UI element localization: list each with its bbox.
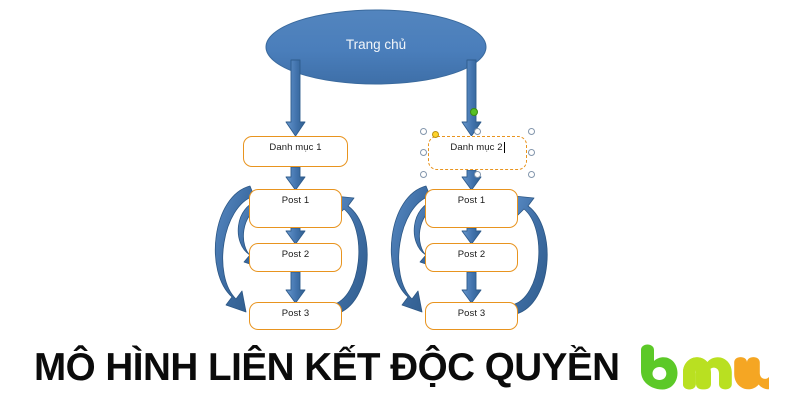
post-left-2-label: Post 2 xyxy=(281,249,310,260)
post-left-3-label: Post 3 xyxy=(281,308,310,319)
post-right-1-label: Post 1 xyxy=(457,195,486,206)
post-box-right-3[interactable]: Post 3 xyxy=(425,302,518,330)
category-box-1[interactable]: Danh mục 1 xyxy=(243,136,348,167)
logo-letter-b-icon xyxy=(640,344,678,390)
category-box-2[interactable]: Danh mục 2 xyxy=(428,136,527,170)
logo-letter-w-icon xyxy=(733,357,769,390)
connector-category1-to-post1 xyxy=(285,166,306,191)
diagram-canvas[interactable]: Trang chủ Danh mục 1 Danh mục 2 xyxy=(0,0,800,336)
connector-right-post2-to-post3 xyxy=(461,271,482,304)
category-2-label: Danh mục 2 xyxy=(450,142,503,153)
connector-left-post1-to-post2 xyxy=(285,227,306,245)
connector-category2-to-right-post1 xyxy=(461,169,482,191)
connector-left-post2-to-post3 xyxy=(285,271,306,304)
category-1-label: Danh mục 1 xyxy=(269,142,322,153)
root-node-label: Trang chủ xyxy=(345,37,407,52)
caption-headline: MÔ HÌNH LIÊN KẾT ĐỘC QUYỀN xyxy=(34,346,620,389)
post-box-left-2[interactable]: Post 2 xyxy=(249,243,342,272)
post-right-3-label: Post 3 xyxy=(457,308,486,319)
curve-right-post1-to-post3 xyxy=(390,185,431,313)
post-box-right-2[interactable]: Post 2 xyxy=(425,243,518,272)
root-node-shape[interactable] xyxy=(265,9,487,85)
post-left-1-label: Post 1 xyxy=(281,195,310,206)
post-box-right-1[interactable]: Post 1 xyxy=(425,189,518,228)
caption-bar: MÔ HÌNH LIÊN KẾT ĐỘC QUYỀN xyxy=(0,336,800,400)
connector-right-post1-to-post2 xyxy=(461,227,482,245)
post-box-left-1[interactable]: Post 1 xyxy=(249,189,342,228)
bmw-brand-logo xyxy=(640,344,769,390)
post-box-left-3[interactable]: Post 3 xyxy=(249,302,342,330)
logo-letter-m-icon xyxy=(682,357,732,390)
post-right-2-label: Post 2 xyxy=(457,249,486,260)
curve-right-post1-to-post2 xyxy=(413,199,439,269)
connector-root-to-category-1 xyxy=(285,59,306,137)
text-caret xyxy=(503,142,505,153)
connector-root-to-category-2 xyxy=(461,59,482,137)
diagram-vector-layer xyxy=(214,9,548,315)
curve-left-post1-to-post3 xyxy=(214,185,255,313)
curve-left-post1-to-post2 xyxy=(237,199,263,269)
